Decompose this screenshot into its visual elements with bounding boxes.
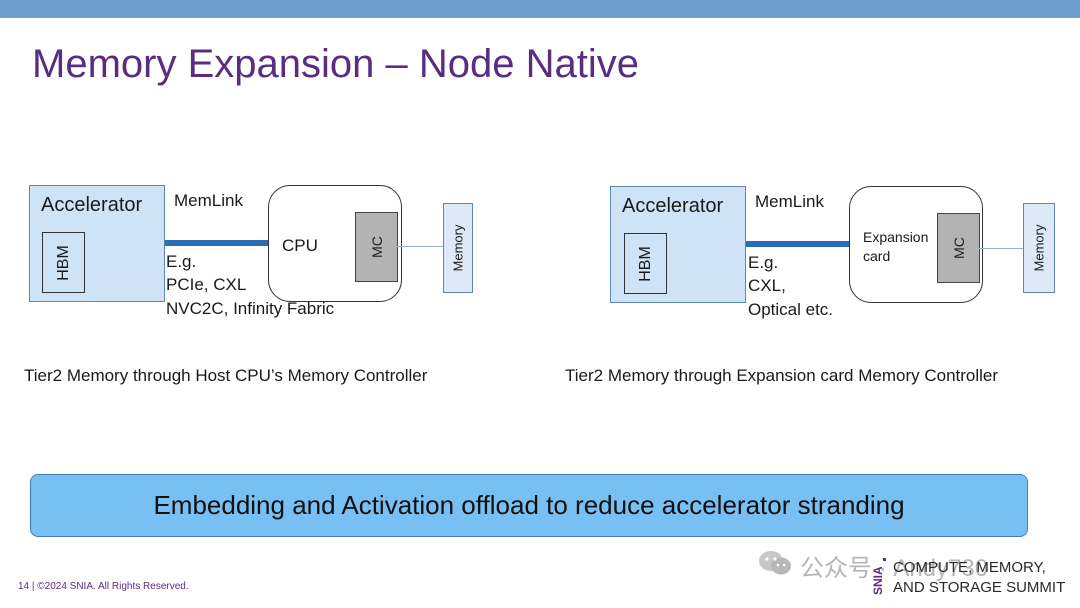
- left-example-line-1: E.g.: [166, 252, 197, 271]
- left-hbm-box: HBM: [42, 232, 85, 293]
- watermark-text: 公众号 · Andy730: [800, 555, 989, 582]
- right-expansion-card-box: Expansion card MC: [849, 186, 983, 303]
- left-caption: Tier2 Memory through Host CPU’s Memory C…: [24, 366, 428, 385]
- left-example-line-3: NVC2C, Infinity Fabric: [166, 299, 335, 318]
- summit-brand: COMPUTE, MEMORY, AND STORAGE SUMMIT: [893, 558, 1065, 598]
- right-expansion-label-line-1: Expansion: [863, 229, 929, 245]
- summit-line-1: COMPUTE, MEMORY,: [893, 559, 1046, 576]
- wechat-icon: [759, 551, 791, 575]
- top-accent-bar: [0, 0, 1080, 18]
- right-memory-connector: [978, 248, 1024, 249]
- right-accelerator-box: Accelerator HBM: [610, 186, 746, 303]
- left-accelerator-label: Accelerator: [41, 194, 143, 216]
- left-cpu-box: CPU MC: [268, 185, 402, 302]
- left-example-line-2: PCIe, CXL: [166, 275, 247, 294]
- right-memory-box: Memory: [1023, 203, 1055, 293]
- right-memory-label: Memory: [1031, 224, 1047, 272]
- left-mc-label: MC: [368, 236, 385, 258]
- left-accelerator-box: Accelerator HBM: [29, 185, 165, 302]
- left-cpu-label: CPU: [282, 236, 318, 255]
- left-hbm-label: HBM: [54, 244, 72, 281]
- slide-title: Memory Expansion – Node Native: [32, 42, 639, 86]
- right-expansion-label-line-2: card: [863, 248, 891, 264]
- left-memlink-connector: [165, 240, 269, 246]
- right-mc-box: MC: [937, 213, 980, 283]
- right-memlink-label: MemLink: [755, 192, 824, 211]
- right-mc-label: MC: [950, 237, 967, 259]
- footer-copyright: 14 | ©2024 SNIA. All Rights Reserved.: [18, 581, 189, 592]
- right-caption: Tier2 Memory through Expansion card Memo…: [565, 366, 999, 385]
- summit-line-2: AND STORAGE SUMMIT: [893, 579, 1066, 596]
- left-memlink-label: MemLink: [174, 191, 243, 210]
- summary-banner-text: Embedding and Activation offload to redu…: [153, 490, 905, 520]
- right-memlink-connector: [746, 241, 850, 247]
- left-memory-connector: [397, 246, 443, 247]
- right-example-line-2: CXL,: [748, 276, 786, 295]
- left-memory-label: Memory: [450, 224, 466, 272]
- snia-logo: SNIA: [871, 558, 886, 595]
- summary-banner: Embedding and Activation offload to redu…: [30, 474, 1028, 537]
- right-hbm-label: HBM: [636, 245, 654, 282]
- right-example-line-3: Optical etc.: [748, 300, 834, 319]
- left-mc-box: MC: [355, 212, 398, 282]
- right-accelerator-label: Accelerator: [622, 195, 724, 217]
- right-example-line-1: E.g.: [748, 253, 779, 272]
- right-hbm-box: HBM: [624, 233, 667, 294]
- svg-text:SNIA: SNIA: [871, 566, 885, 595]
- left-memory-box: Memory: [443, 203, 473, 293]
